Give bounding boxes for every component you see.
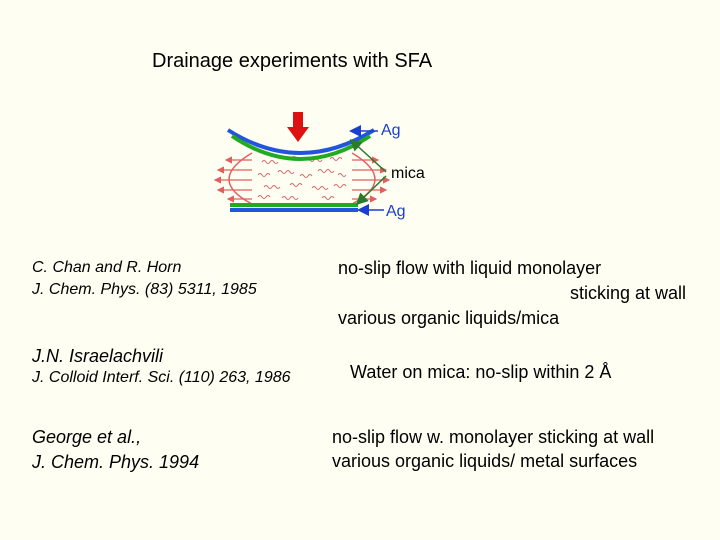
reference-authors: C. Chan and R. Horn [32,259,182,276]
reference-citation: J. Chem. Phys. 1994 [32,452,200,472]
result-george-line-1: no-slip flow w. monolayer sticking at wa… [332,427,655,447]
liquid-molecules [257,156,347,200]
label-mica: mica [391,165,425,182]
force-arrow-icon [287,112,309,142]
pointer-mica-upper [349,138,387,173]
reference-george: George et al., J. Chem. Phys. 1994 [32,425,199,475]
flow-arrows-left [213,156,252,203]
label-ag-bottom: Ag [386,203,406,220]
result-water-mica: Water on mica: no-slip within 2 Å [350,362,612,382]
label-ag-top: Ag [381,122,401,139]
result-george-line-2: various organic liquids/ metal surfaces [332,451,638,471]
upper-mica-layer [230,134,372,161]
pointer-mica-lower [355,175,387,206]
lower-silver-layer [230,208,358,212]
result-line-2: sticking at wall [570,283,687,303]
reference-israelachvili: J.N. Israelachvili J. Colloid Interf. Sc… [32,345,291,389]
lower-mica-layer [230,203,358,207]
flow-profile-right [351,152,376,205]
page-title: Drainage experiments with SFA [152,50,433,72]
reference-citation: J. Chem. Phys. (83) 5311, 1985 [32,281,257,298]
reference-chan-horn: C. Chan and R. Horn J. Chem. Phys. (83) … [32,257,257,301]
result-line-3: various organic liquids/mica [338,308,560,328]
reference-authors: J.N. Israelachvili [32,346,164,366]
reference-citation: J. Colloid Interf. Sci. (110) 263, 1986 [32,369,291,386]
reference-authors: George et al., [32,427,142,447]
flow-profile-left [228,152,253,205]
result-line-1: no-slip flow with liquid monolayer [338,258,602,278]
